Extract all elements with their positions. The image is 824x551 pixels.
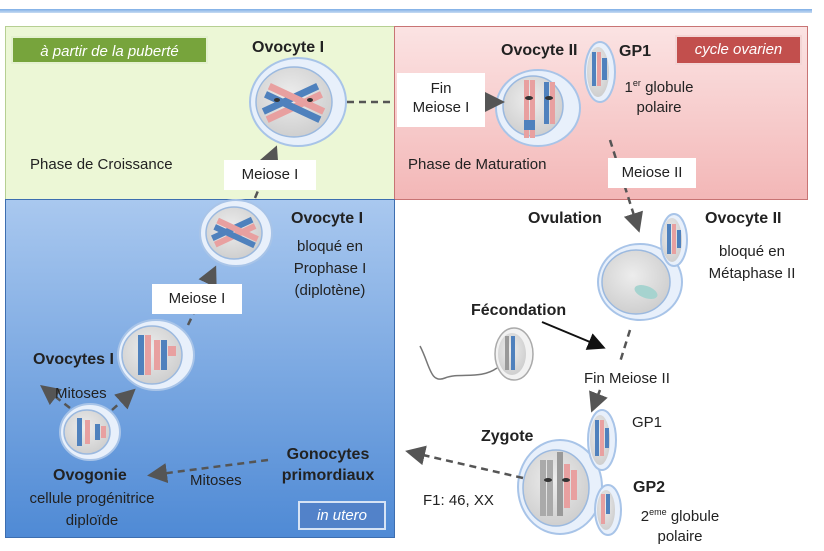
- gp2-cell: [594, 484, 622, 536]
- gp1-top-desc-num: 1: [624, 79, 633, 96]
- fecondation-label: Fécondation: [471, 302, 567, 319]
- oocyte-1-top-label: Ovocyte I: [252, 39, 325, 56]
- metaphase-text: Métaphase II: [708, 265, 796, 282]
- gp2-desc-sup: eme: [649, 507, 667, 517]
- f1-label: F1: 46, XX: [423, 492, 494, 509]
- gp1-top-cell: [584, 41, 616, 103]
- oocyte-1-blocked-cell: [199, 199, 273, 267]
- mitoses-left-label: Mitoses: [55, 385, 107, 402]
- progenitor-desc: cellule progénitrice diploïde: [8, 488, 176, 532]
- progenitor-line-1: cellule progénitrice: [29, 490, 155, 507]
- gp1-bottom-cell: [587, 409, 617, 471]
- prophase-text: Prophase I: [293, 260, 367, 277]
- header-rule: [0, 9, 812, 13]
- progenitor-line-2: diploïde: [65, 512, 119, 529]
- gp2-label: GP2: [633, 479, 666, 496]
- fecondation-arrow: [541, 321, 606, 350]
- metaphase-desc: bloqué en Métaphase II: [697, 241, 807, 285]
- oocyte-1-top-cell: [249, 57, 347, 147]
- oocytes-1-cell: [117, 319, 195, 391]
- oocyte-2-right-label: Ovocyte II: [705, 210, 782, 227]
- gonocytes-label: Gonocytes primordiaux: [268, 444, 388, 486]
- gonocytes-line-2: primordiaux: [281, 467, 375, 484]
- blocked-in-2-text: bloqué en: [719, 243, 785, 260]
- gp2-desc: 2eme globule polaire: [630, 502, 730, 547]
- growth-phase-label: Phase de Croissance: [30, 156, 173, 173]
- ovogonie-cell: [59, 403, 121, 461]
- gp2-desc-num: 2: [640, 508, 650, 525]
- zygote-label: Zygote: [481, 428, 534, 445]
- fin-meiose-2-label: Fin Meiose II: [584, 370, 670, 387]
- oocyte-2-right-cell: [597, 243, 683, 321]
- mitoses-bottom-label: Mitoses: [190, 472, 242, 489]
- gonocytes-line-1: Gonocytes: [286, 446, 370, 463]
- blocked-prophase-desc: bloqué en Prophase I (diplotène): [280, 236, 380, 302]
- gp2-desc-word: globule: [670, 508, 720, 525]
- blocked-in-text: bloqué en: [297, 238, 363, 255]
- puberty-tag: à partir de la puberté: [11, 36, 208, 64]
- sperm-cell: [419, 327, 534, 381]
- meiose-2-box: Meiose II: [608, 158, 696, 188]
- gp1-top-desc-word: globule: [645, 79, 694, 96]
- oocyte-2-top-label: Ovocyte II: [501, 42, 578, 59]
- oocyte-2-top-cell: [495, 69, 581, 147]
- gp1-bottom-label: GP1: [632, 414, 663, 431]
- cycle-tag: cycle ovarien: [675, 35, 802, 65]
- gp1-top-desc-sup: er: [632, 78, 641, 88]
- zygote-cell: [517, 439, 603, 535]
- maturation-phase-label: Phase de Maturation: [408, 156, 547, 173]
- gp1-top-label: GP1: [619, 43, 652, 60]
- gp2-desc-word2: polaire: [657, 528, 703, 545]
- fin-meiose-1-box: Fin Meiose I: [397, 73, 485, 127]
- fin-meiose-1-a: Fin: [430, 80, 452, 97]
- meiose-1-mid-box: Meiose I: [152, 284, 242, 314]
- ovogonie-label: Ovogonie: [53, 467, 127, 484]
- ovulation-label: Ovulation: [528, 210, 602, 227]
- in-utero-tag: in utero: [298, 501, 386, 530]
- gp1-right-cell: [660, 213, 688, 267]
- oocytes-1-label: Ovocytes I: [33, 351, 114, 368]
- in-utero-region: [5, 199, 395, 538]
- oocyte-1-blocked-label: Ovocyte I: [291, 210, 364, 227]
- fin-meiose-1-b: Meiose I: [412, 99, 470, 116]
- diplotene-text: (diplotène): [294, 282, 366, 299]
- gp1-top-desc-word2: polaire: [636, 99, 682, 116]
- gp1-top-desc: 1er globule polaire: [614, 73, 704, 118]
- meiose-1-top-box: Meiose I: [224, 160, 316, 190]
